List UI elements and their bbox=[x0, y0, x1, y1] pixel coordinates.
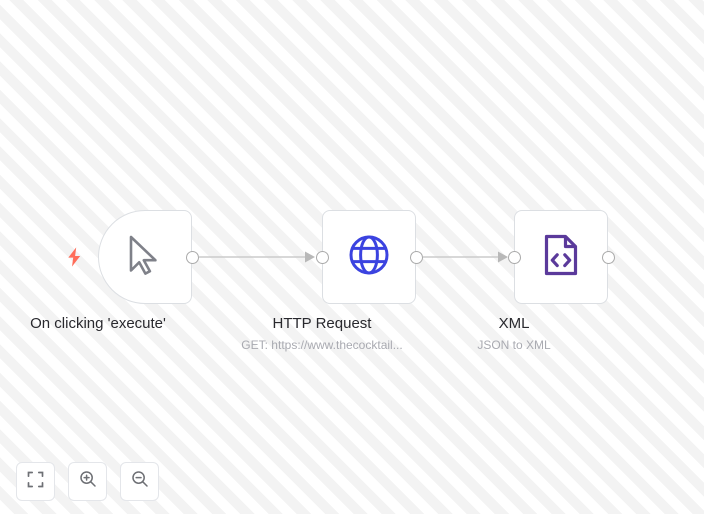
zoom-in-button[interactable] bbox=[68, 462, 107, 501]
xml-input-endpoint[interactable] bbox=[507, 250, 521, 264]
document-code-icon bbox=[541, 233, 581, 282]
node-subtitle: JSON to XML bbox=[477, 338, 551, 352]
zoom-in-icon bbox=[79, 470, 97, 493]
http-request-input-endpoint[interactable] bbox=[315, 250, 329, 264]
node-title: XML bbox=[498, 315, 530, 332]
trigger-node-labels: On clicking 'execute' bbox=[30, 314, 166, 333]
zoom-out-button[interactable] bbox=[120, 462, 159, 501]
node-subtitle: GET: https://www.thecocktail... bbox=[241, 338, 403, 352]
canvas-toolbar bbox=[16, 462, 159, 501]
zoom-out-icon bbox=[131, 470, 149, 493]
xml-output-endpoint[interactable] bbox=[601, 250, 615, 264]
xml-node-labels: XML JSON to XML bbox=[477, 314, 550, 353]
zoom-to-fit-button[interactable] bbox=[16, 462, 55, 501]
node-title: HTTP Request bbox=[272, 315, 372, 332]
connection-http-to-xml bbox=[423, 251, 508, 263]
trigger-output-endpoint[interactable] bbox=[185, 250, 199, 264]
http-request-output-endpoint[interactable] bbox=[409, 250, 423, 264]
http-request-node-labels: HTTP Request GET: https://www.thecocktai… bbox=[241, 314, 402, 353]
lightning-bolt-icon bbox=[66, 247, 82, 267]
zoom-to-fit-icon bbox=[27, 471, 44, 493]
trigger-node-box[interactable] bbox=[98, 210, 192, 304]
cursor-arrow-icon bbox=[125, 234, 165, 281]
http-request-node-box[interactable] bbox=[322, 210, 416, 304]
globe-icon bbox=[347, 233, 391, 282]
xml-node-box[interactable] bbox=[514, 210, 608, 304]
node-title: On clicking 'execute' bbox=[30, 315, 166, 332]
connection-trigger-to-http bbox=[199, 251, 315, 263]
